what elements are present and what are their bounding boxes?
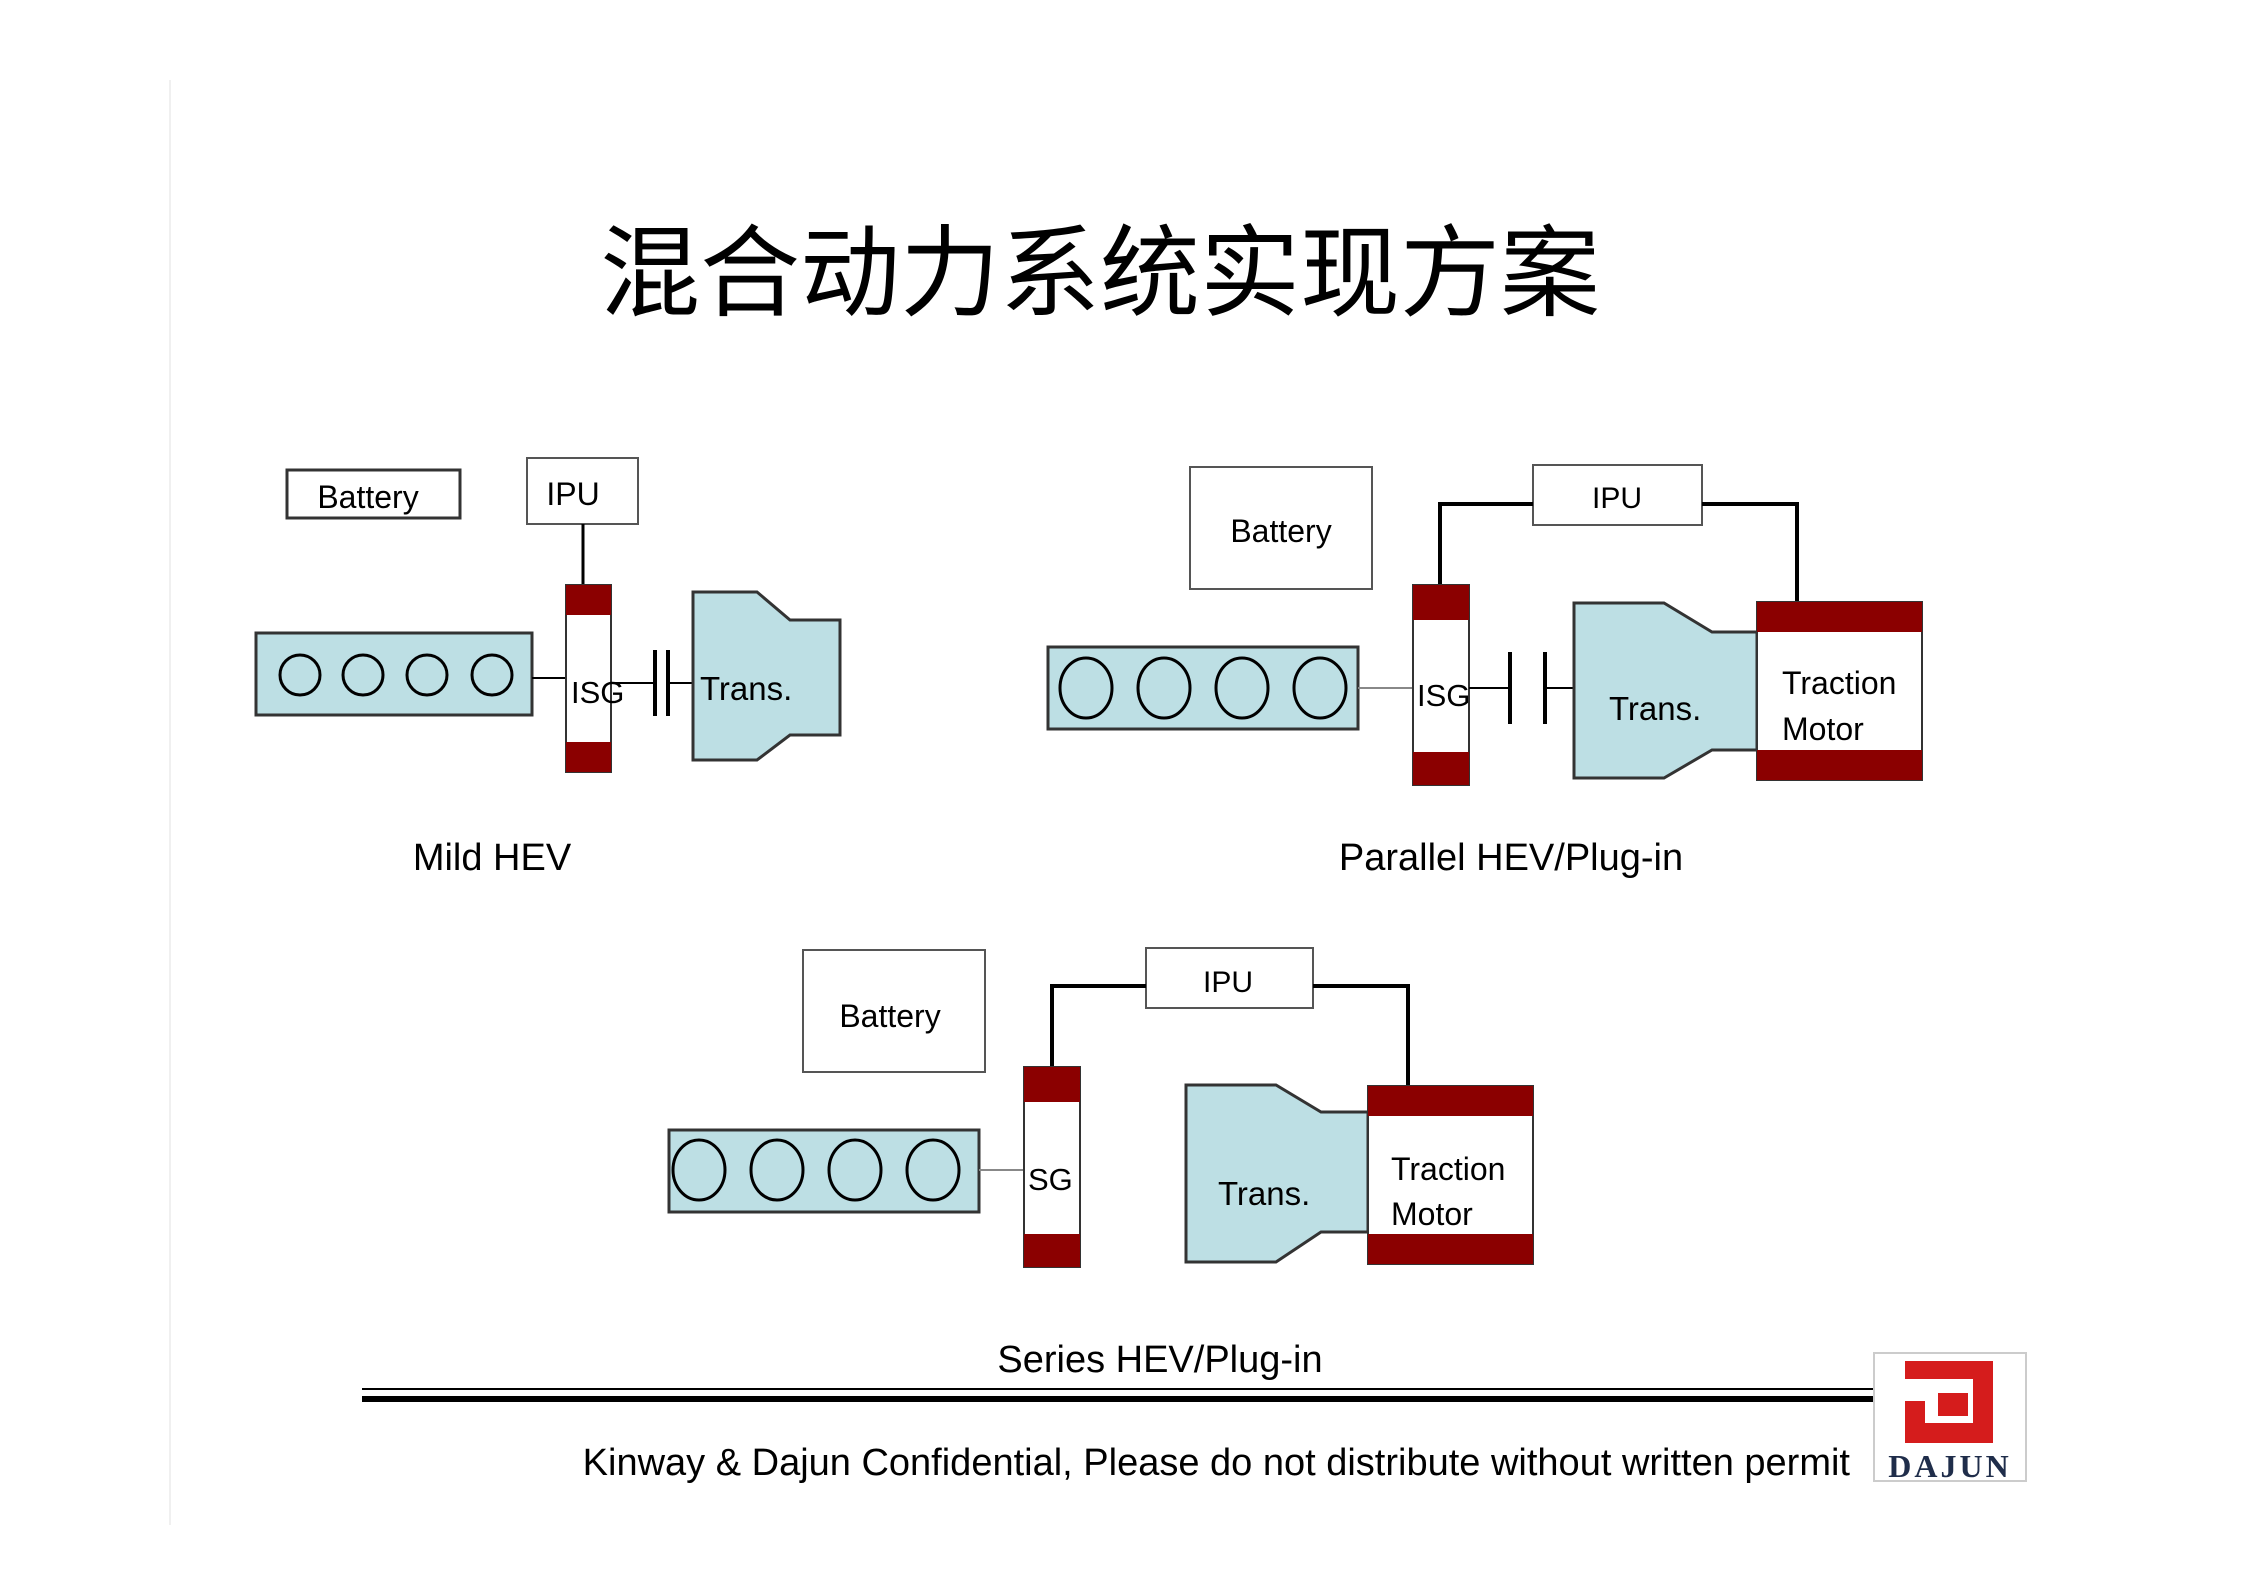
series-battery-label: Battery: [839, 998, 940, 1034]
series-ipu-box: [1145, 947, 1314, 1009]
parallel-isg-label: ISG: [1417, 678, 1470, 713]
parallel-cylinder-icon: [1136, 656, 1192, 720]
parallel-ipu-box: [1532, 464, 1703, 526]
series-motor-label-line1: Traction: [1391, 1151, 1505, 1187]
parallel-isg-rotor-top: [1413, 585, 1469, 620]
footer-confidential-text: Kinway & Dajun Confidential, Please do n…: [583, 1442, 1851, 1484]
series-caption: Series HEV/Plug-in: [997, 1339, 1322, 1381]
series-ipu-wire-right: [1313, 984, 1410, 1086]
parallel-cylinder-icon: [1214, 656, 1270, 720]
mild-hev-diagram: Battery IPU ISG Trans. Mild HEV: [254, 457, 842, 879]
parallel-isg-rotor-bottom: [1413, 752, 1469, 785]
mild-engine-block: [254, 631, 534, 717]
series-engine-block: [667, 1128, 981, 1214]
series-sg-rotor-bottom: [1024, 1234, 1080, 1267]
series-cylinder-icon: [749, 1138, 805, 1202]
mild-cylinder-icon: [278, 653, 322, 697]
mild-isg-motor: [565, 584, 612, 773]
mild-ipu-box: [526, 457, 639, 525]
mild-isg-rotor-bottom: [566, 742, 611, 772]
logo-mark-bar: [1938, 1393, 1968, 1416]
parallel-cylinder-icon: [1058, 656, 1114, 720]
mild-cylinder-icon: [341, 653, 385, 697]
series-motor-rotor-top: [1368, 1086, 1533, 1116]
parallel-ipu-wire-left: [1438, 502, 1533, 585]
mild-caption: Mild HEV: [413, 837, 572, 879]
logo-mark-cut: [1905, 1379, 1945, 1401]
series-cylinder-icon: [827, 1138, 883, 1202]
mild-ipu-label: IPU: [546, 476, 599, 512]
mild-battery-box: [285, 468, 462, 520]
series-motor-label-line2: Motor: [1391, 1196, 1473, 1232]
series-hev-diagram: Battery IPU SG Trans. Traction Motor Ser…: [667, 947, 1534, 1381]
parallel-trans-label: Trans.: [1609, 690, 1701, 727]
parallel-motor-rotor-top: [1757, 602, 1922, 632]
series-battery-box: [802, 949, 986, 1073]
series-transmission: [1184, 1083, 1370, 1264]
mild-battery-label: Battery: [317, 479, 418, 515]
parallel-cylinder-icon: [1292, 656, 1348, 720]
mild-cylinder-icon: [405, 653, 449, 697]
slide-title: 混合动力系统实现方案: [600, 215, 1600, 332]
parallel-motor-label-line2: Motor: [1782, 711, 1864, 747]
mild-trans-label: Trans.: [700, 670, 792, 707]
series-ipu-label: IPU: [1203, 966, 1253, 999]
parallel-motor-rotor-bottom: [1757, 750, 1922, 780]
series-trans-label: Trans.: [1218, 1175, 1310, 1212]
footer: Kinway & Dajun Confidential, Please do n…: [362, 1352, 2027, 1484]
series-sg-rotor-top: [1024, 1067, 1080, 1102]
mild-isg-label: ISG: [571, 675, 624, 710]
mild-isg-rotor-top: [566, 585, 611, 615]
parallel-caption: Parallel HEV/Plug-in: [1339, 837, 1683, 879]
parallel-battery-box: [1189, 466, 1373, 590]
parallel-ipu-label: IPU: [1592, 482, 1642, 515]
parallel-motor-label-line1: Traction: [1782, 665, 1896, 701]
parallel-ipu-wire-right: [1702, 502, 1799, 602]
series-sg-label: SG: [1028, 1162, 1073, 1197]
dajun-logo: DAJUN: [1873, 1352, 2027, 1484]
series-motor-rotor-bottom: [1368, 1234, 1533, 1264]
parallel-battery-label: Battery: [1230, 513, 1331, 549]
series-cylinder-icon: [905, 1138, 961, 1202]
series-cylinder-icon: [671, 1138, 727, 1202]
parallel-hev-diagram: Battery IPU ISG Trans. Traction Motor Pa…: [1046, 464, 1923, 879]
logo-text: DAJUN: [1888, 1448, 2011, 1484]
series-ipu-wire-left: [1050, 984, 1146, 1067]
mild-cylinder-icon: [470, 653, 514, 697]
mild-transmission: [691, 590, 842, 762]
